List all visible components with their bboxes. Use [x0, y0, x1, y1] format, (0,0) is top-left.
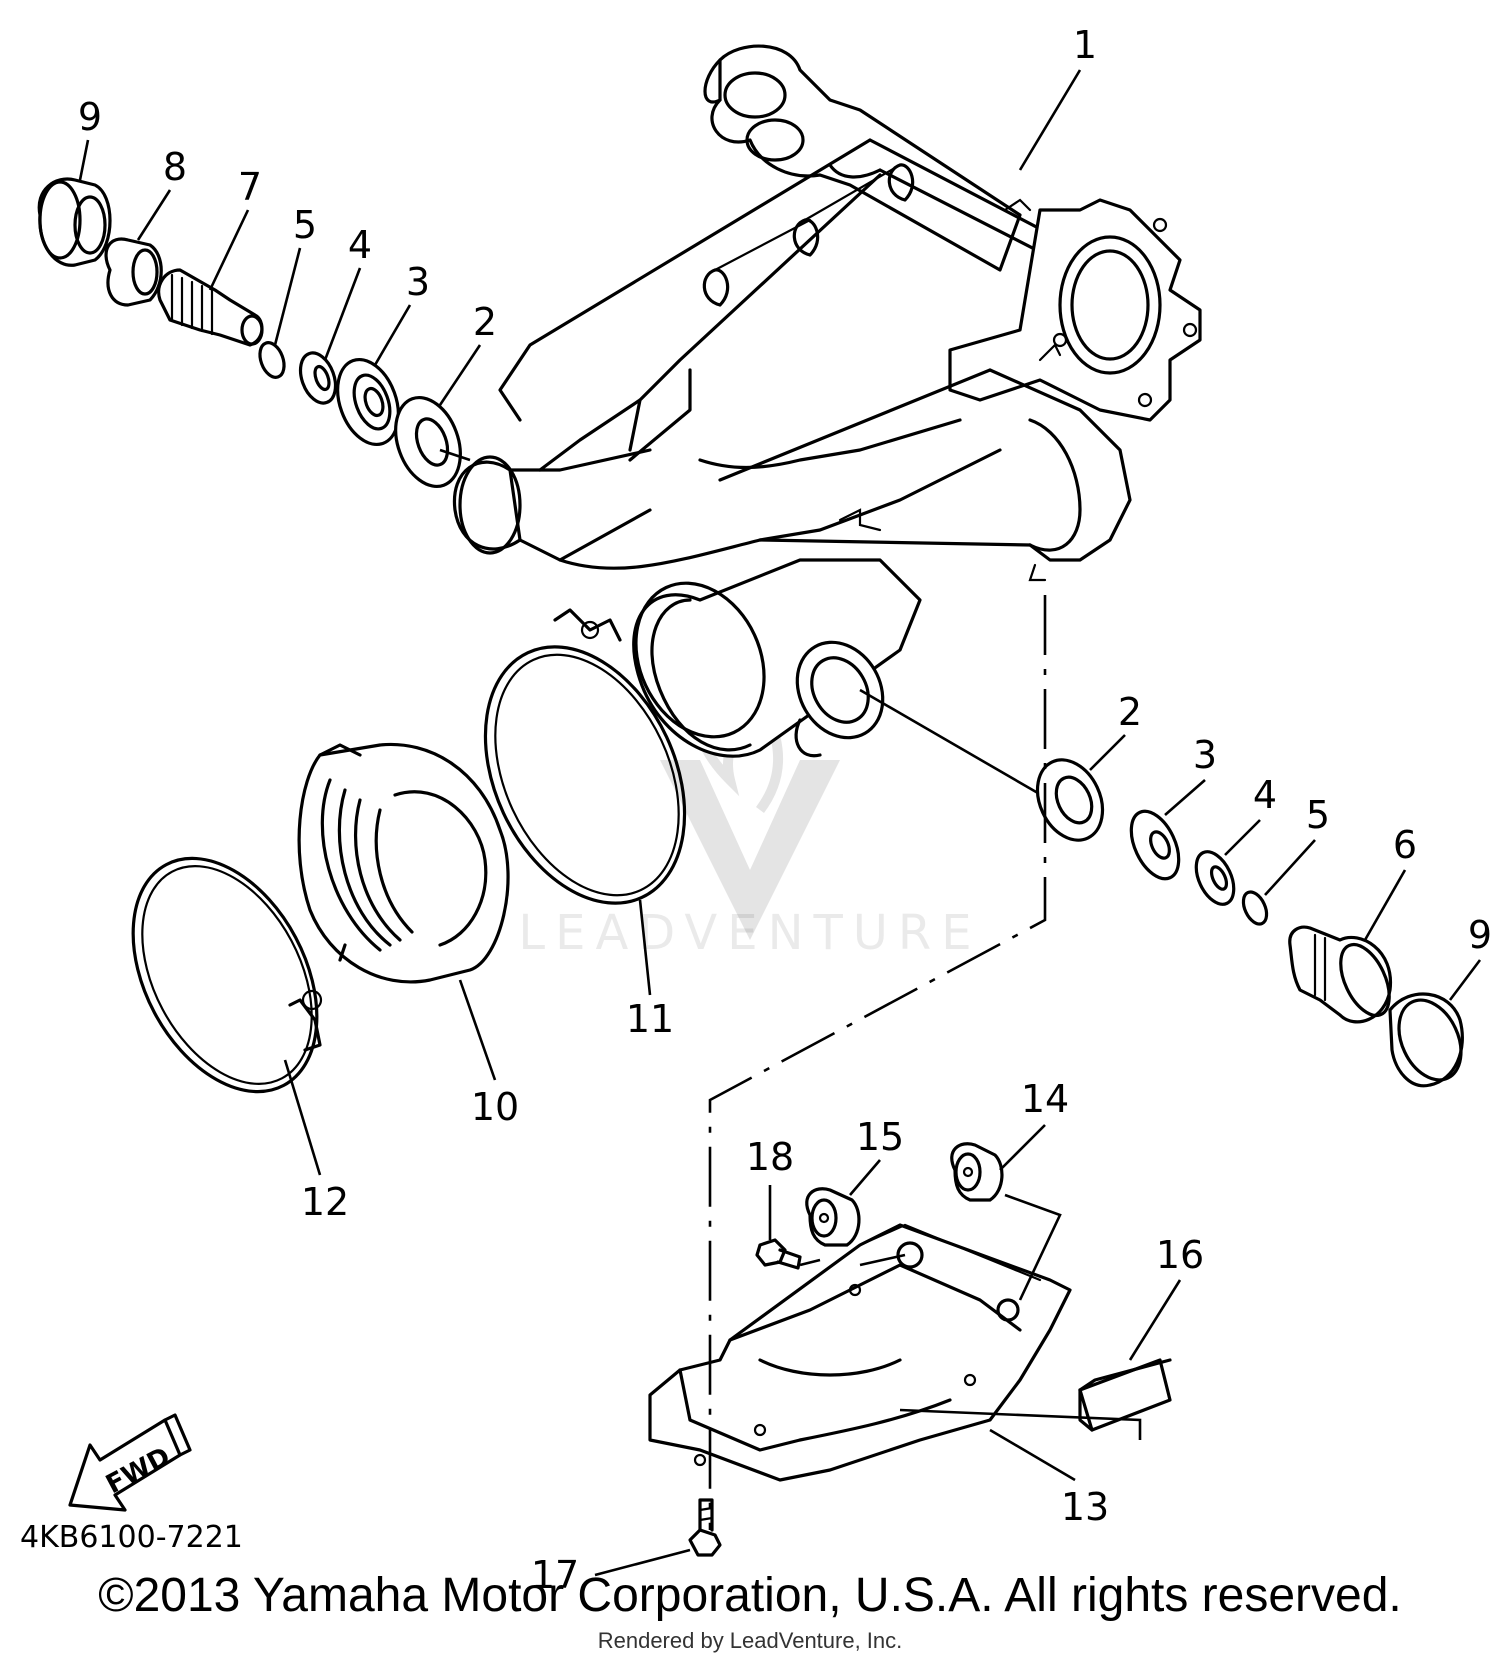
label-part-17: 17 [531, 1553, 579, 1597]
guard-13 [648, 1223, 1072, 1482]
fwd-arrow: FWD [68, 1413, 192, 1512]
label-part-2-right: 2 [1118, 690, 1142, 734]
pivot-bolt-6 [1288, 925, 1393, 1024]
rendered-by-credit: Rendered by LeadVenture, Inc. [597, 1628, 903, 1653]
label-part-4-left: 4 [348, 223, 372, 267]
pivot-shaft-7 [157, 268, 264, 347]
swingarm [452, 44, 1202, 758]
label-part-13: 13 [1061, 1485, 1109, 1529]
damper-15 [805, 1187, 861, 1247]
label-part-16: 16 [1156, 1233, 1204, 1277]
seal-3-right [1129, 809, 1181, 881]
label-part-3-right: 3 [1193, 733, 1217, 777]
bolt-18 [755, 1238, 802, 1270]
damper-14 [950, 1142, 1004, 1202]
label-part-15: 15 [856, 1115, 904, 1159]
label-part-11: 11 [626, 997, 674, 1041]
boot-10 [297, 742, 510, 984]
pad-16 [1078, 1358, 1172, 1432]
drawing-code: 4KB6100-7221 [20, 1520, 243, 1555]
washer-4-right [1194, 850, 1236, 906]
bearing-2-right [1035, 758, 1105, 842]
label-part-12: 12 [301, 1180, 349, 1224]
label-part-9-right: 9 [1468, 913, 1492, 957]
label-part-5-left: 5 [293, 203, 317, 247]
label-part-14: 14 [1021, 1077, 1069, 1121]
part-number-labels: 1 9 8 7 5 4 3 2 2 3 4 5 6 9 11 10 12 14 … [78, 23, 1492, 1597]
label-part-18: 18 [746, 1135, 794, 1179]
label-part-1: 1 [1073, 23, 1097, 67]
right-bearing-stack [859, 688, 1464, 1088]
bolt-17 [688, 1498, 722, 1557]
leader-lines [78, 69, 1482, 1577]
bearing-3-left [336, 357, 400, 447]
cap-9-right [1388, 992, 1464, 1088]
o-ring-5-left [258, 341, 286, 379]
label-part-7: 7 [238, 165, 262, 209]
label-part-3-left: 3 [406, 260, 430, 304]
watermark-text: LEADVENTURE [518, 905, 982, 961]
label-part-4-right: 4 [1253, 773, 1277, 817]
o-ring-5-right [1241, 890, 1269, 926]
band-11 [483, 608, 687, 905]
label-part-10: 10 [471, 1085, 519, 1129]
label-part-8: 8 [163, 145, 187, 189]
label-part-9-left: 9 [78, 95, 102, 139]
left-bearing-stack [37, 177, 471, 489]
seal-2-left [394, 395, 462, 489]
clamp-12 [131, 856, 323, 1094]
copyright-notice: ©2013 Yamaha Motor Corporation, U.S.A. A… [98, 1569, 1402, 1622]
label-part-2-left: 2 [473, 300, 497, 344]
label-part-6: 6 [1393, 823, 1417, 867]
washer-4-left [298, 351, 338, 405]
assembly-line-guard [708, 595, 1047, 1530]
label-part-5-right: 5 [1306, 793, 1330, 837]
